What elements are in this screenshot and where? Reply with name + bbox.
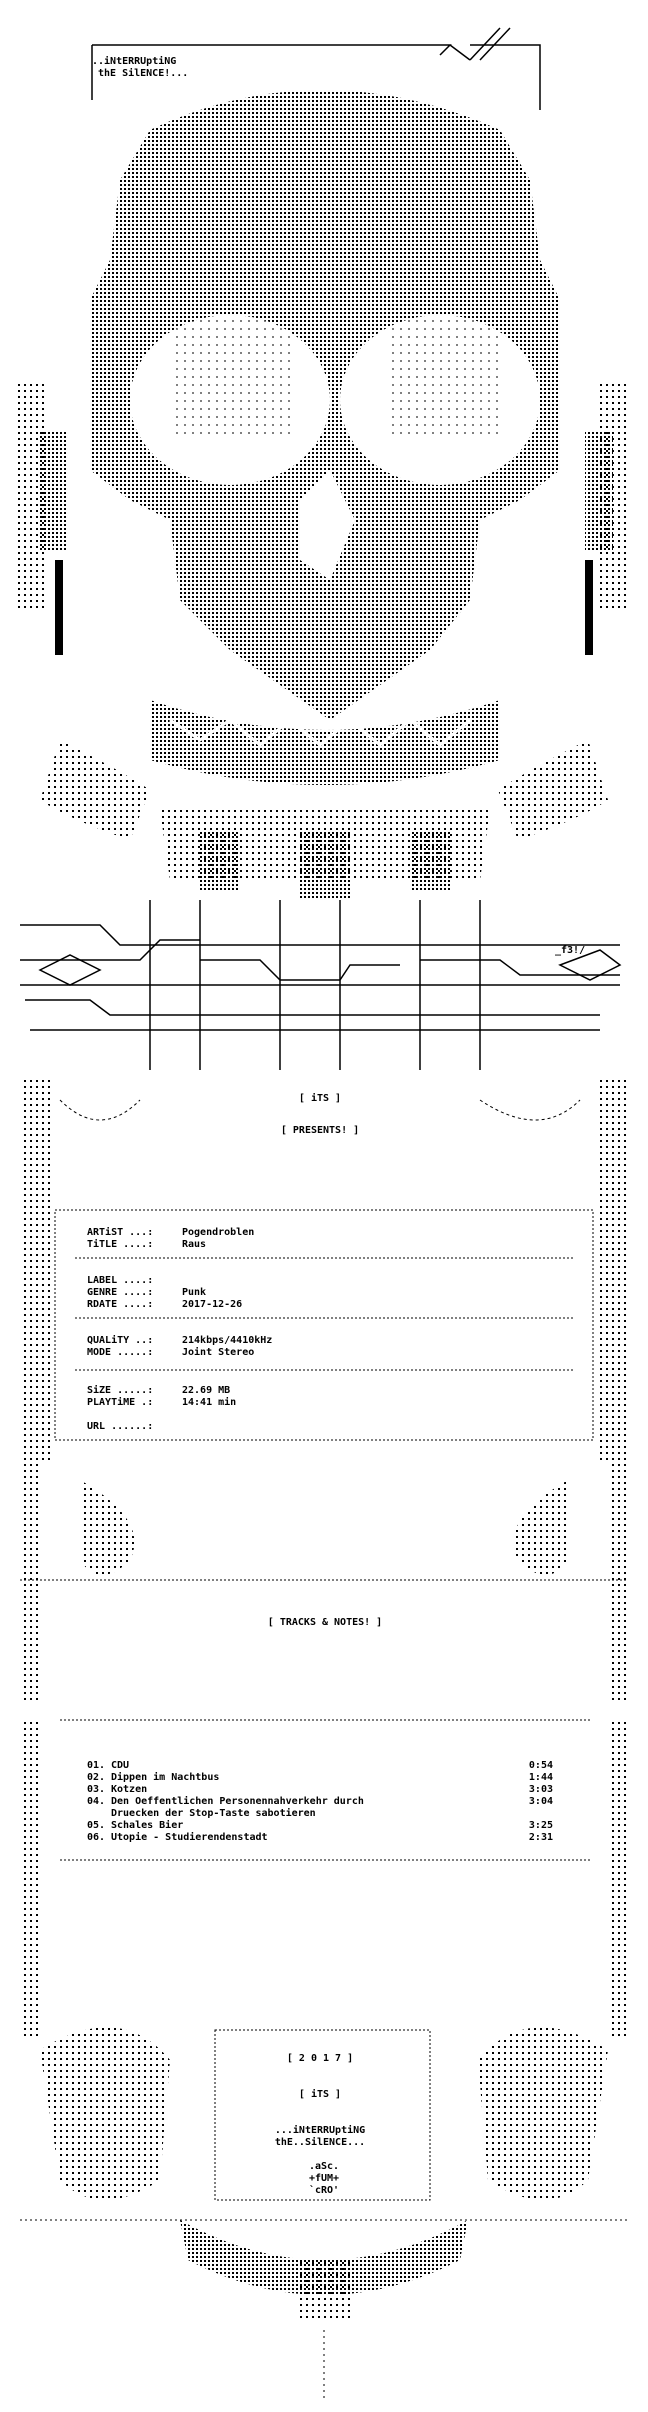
url-row: URL ......: bbox=[87, 1421, 567, 1433]
track-duration: 2:31 bbox=[528, 1832, 553, 1843]
size-row: SiZE .....: 22.69 MB bbox=[87, 1385, 567, 1397]
playtime-label: PLAYTiME .: bbox=[87, 1397, 154, 1408]
size-value: 22.69 MB bbox=[182, 1385, 231, 1396]
track-number: 06. bbox=[87, 1832, 106, 1843]
artist-label: ARTiST ...: bbox=[87, 1227, 154, 1238]
track-duration: 3:25 bbox=[528, 1820, 553, 1831]
mode-row: MODE .....: Joint Stereo bbox=[87, 1347, 567, 1359]
presents-group-tag: [ iTS ] bbox=[298, 1093, 342, 1104]
title-row: TiTLE ....: Raus bbox=[87, 1239, 567, 1251]
title-value: Raus bbox=[182, 1239, 207, 1250]
track-title: Den Oeffentlichen Personennahverkehr dur… bbox=[111, 1796, 364, 1819]
presents-label: [ PRESENTS! ] bbox=[280, 1125, 360, 1136]
track-number: 01. bbox=[87, 1760, 106, 1771]
rdate-row: RDATE ....: 2017-12-26 bbox=[87, 1299, 567, 1311]
artist-row: ARTiST ...: Pogendroblen bbox=[87, 1227, 567, 1239]
title-label: TiTLE ....: bbox=[87, 1239, 154, 1250]
tracks-ornaments bbox=[20, 1460, 628, 2040]
quality-value: 214kbps/4410kHz bbox=[182, 1335, 273, 1346]
track-row-2: 02. Dippen im Nachtbus 1:44 bbox=[87, 1772, 553, 1784]
genre-label: GENRE ....: bbox=[87, 1287, 154, 1298]
track-number: 04. bbox=[87, 1796, 106, 1807]
artist-value: Pogendroblen bbox=[182, 1227, 255, 1238]
track-title: Utopie - Studierendenstadt bbox=[111, 1832, 268, 1843]
playtime-value: 14:41 min bbox=[182, 1397, 237, 1408]
footer-credit-1: .aSc. bbox=[308, 2161, 340, 2172]
footer-credit-3: `cRO' bbox=[308, 2185, 340, 2196]
track-row-4: 04. Den Oeffentlichen Personennahverkehr… bbox=[87, 1796, 553, 1820]
track-title: Schales Bier bbox=[111, 1820, 184, 1831]
footer-group-line1: ...iNtERRUptiNG bbox=[274, 2125, 366, 2136]
label-label: LABEL ....: bbox=[87, 1275, 154, 1286]
url-label: URL ......: bbox=[87, 1421, 154, 1432]
quality-label: QUALiTY ..: bbox=[87, 1335, 154, 1346]
footer-credit-2: +fUM+ bbox=[308, 2173, 340, 2184]
track-number: 05. bbox=[87, 1820, 106, 1831]
footer-year: [ 2 0 1 7 ] bbox=[286, 2053, 354, 2064]
track-title: Kotzen bbox=[111, 1784, 148, 1795]
info-frame bbox=[20, 1080, 628, 1460]
track-number: 03. bbox=[87, 1784, 106, 1795]
tracks-heading: [ TRACKS & NOTES! ] bbox=[267, 1617, 383, 1628]
genre-value: Punk bbox=[182, 1287, 207, 1298]
track-duration: 0:54 bbox=[528, 1760, 553, 1771]
footer-ornaments bbox=[20, 2027, 628, 2400]
playtime-row: PLAYTiME .: 14:41 min bbox=[87, 1397, 567, 1409]
track-row-1: 01. CDU 0:54 bbox=[87, 1760, 553, 1772]
track-row-6: 06. Utopie - Studierendenstadt 2:31 bbox=[87, 1832, 553, 1844]
footer-group-line2: thE..SilENCE... bbox=[274, 2137, 366, 2148]
track-duration: 1:44 bbox=[528, 1772, 553, 1783]
track-duration: 3:03 bbox=[528, 1784, 553, 1795]
track-title: CDU bbox=[111, 1760, 130, 1771]
header-group-line2: thE SilENCE!... bbox=[98, 68, 189, 79]
artist-tag: _f3!/ bbox=[555, 945, 586, 956]
track-row-5: 05. Schales Bier 3:25 bbox=[87, 1820, 553, 1832]
header-frame bbox=[91, 27, 541, 110]
track-title: Dippen im Nachtbus bbox=[111, 1772, 220, 1783]
logo-banner bbox=[20, 900, 622, 1070]
label-row: LABEL ....: bbox=[87, 1275, 567, 1287]
footer-group-tag: [ iTS ] bbox=[298, 2089, 342, 2100]
quality-row: QUALiTY ..: 214kbps/4410kHz bbox=[87, 1335, 567, 1347]
track-row-3: 03. Kotzen 3:03 bbox=[87, 1784, 553, 1796]
mode-label: MODE .....: bbox=[87, 1347, 154, 1358]
track-number: 02. bbox=[87, 1772, 106, 1783]
rdate-label: RDATE ....: bbox=[87, 1299, 154, 1310]
skull-artwork bbox=[18, 90, 630, 900]
size-label: SiZE .....: bbox=[87, 1385, 154, 1396]
mode-value: Joint Stereo bbox=[182, 1347, 255, 1358]
track-duration: 3:04 bbox=[528, 1796, 553, 1807]
rdate-value: 2017-12-26 bbox=[182, 1299, 243, 1310]
genre-row: GENRE ....: Punk bbox=[87, 1287, 567, 1299]
header-group-line1: ..iNtERRUptiNG bbox=[92, 56, 177, 67]
